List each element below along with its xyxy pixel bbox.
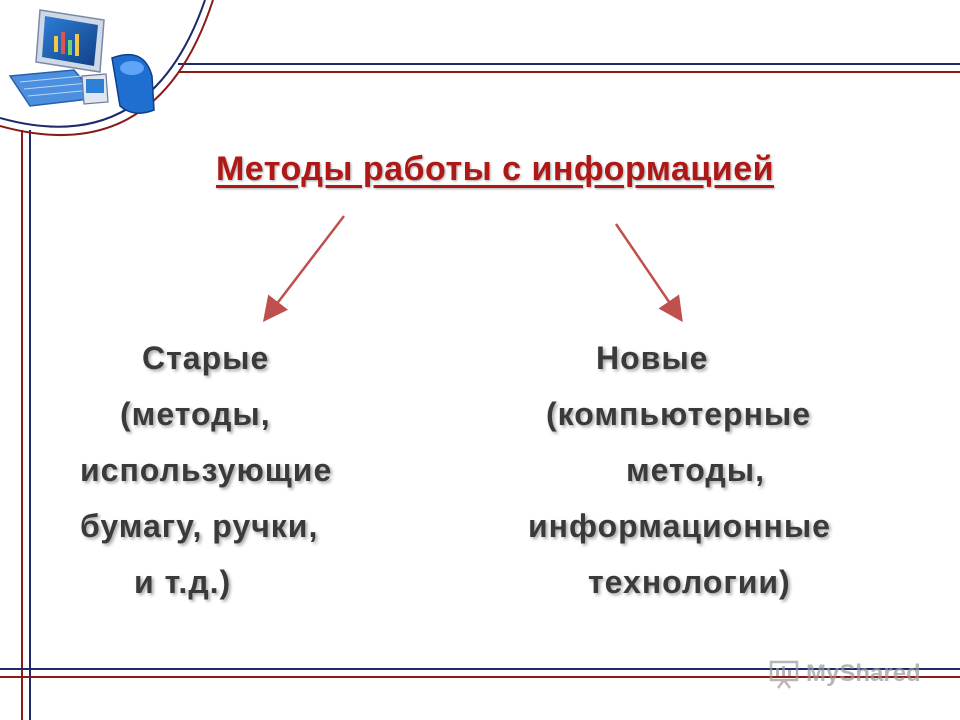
new-methods-line-4: технологии) xyxy=(588,564,791,600)
old-methods-heading: Старые xyxy=(142,340,270,376)
old-methods-line-3: бумагу, ручки, xyxy=(80,508,319,544)
slide-title: Методы работы с информацией xyxy=(215,150,774,188)
new-methods-heading: Новые xyxy=(596,340,709,376)
new-methods-line-2: методы, xyxy=(626,452,765,488)
arrow-left xyxy=(262,215,345,322)
old-methods-column: Старые (методы, использующие бумагу, руч… xyxy=(80,330,332,610)
old-methods-line-1: (методы, xyxy=(120,396,271,432)
new-methods-column: Новые (компьютерные методы, информационн… xyxy=(528,330,831,610)
old-methods-line-4: и т.д.) xyxy=(134,564,232,600)
new-methods-line-1: (компьютерные xyxy=(546,396,812,432)
presentation-icon xyxy=(769,660,799,689)
watermark: MyShared xyxy=(768,656,921,692)
arrow-right xyxy=(614,223,683,323)
new-methods-line-3: информационные xyxy=(528,508,831,544)
watermark-text: MyShared xyxy=(806,660,921,687)
old-methods-line-2: использующие xyxy=(80,452,333,488)
computer-illustration-icon xyxy=(8,9,155,114)
